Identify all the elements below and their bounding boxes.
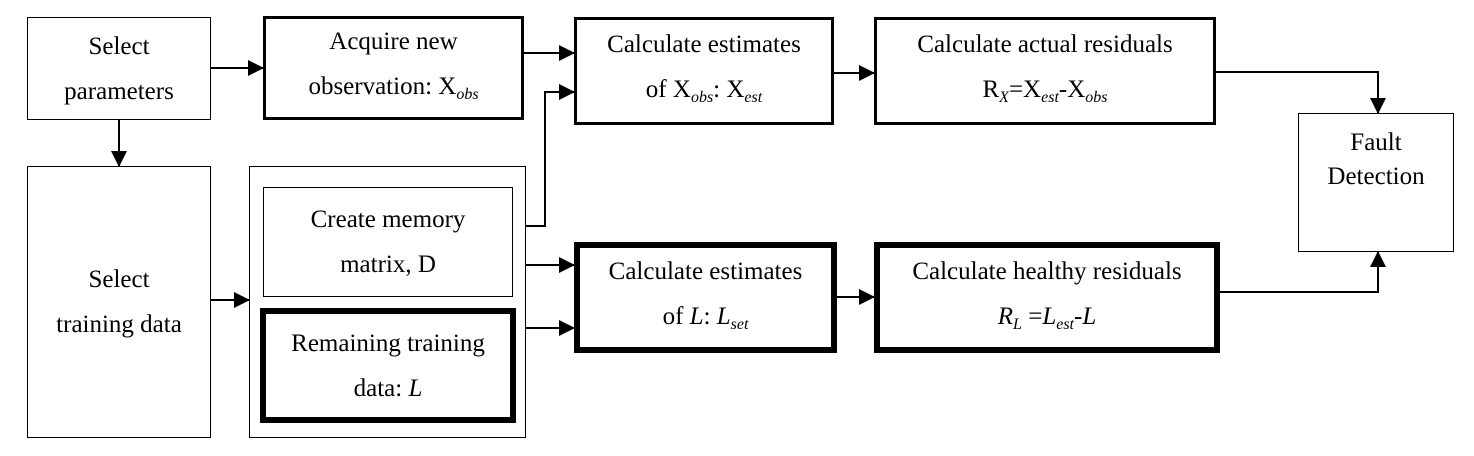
arrow-memory-to-estx — [513, 84, 575, 227]
acquire-observation-box: Acquire new observation: Xobs — [263, 16, 524, 120]
calculate-healthy-residuals-box: Calculate healthy residuals RL =Lest-L — [874, 242, 1220, 353]
actual-res-line2: RX=Xest-Xobs — [982, 67, 1107, 120]
arrow-healthy-to-fault — [1220, 251, 1386, 293]
acquire-line2-text: observation: X — [308, 73, 457, 100]
acquire-line2-sub: obs — [456, 86, 479, 103]
healthy-res-r: R — [997, 302, 1014, 330]
healthy-res-minus: - — [1074, 302, 1083, 330]
actual-res-eq: =X — [1008, 76, 1042, 103]
arrow-actual-to-fault — [1216, 71, 1386, 114]
remaining-line2-text: data: — [353, 374, 409, 402]
fault-detection-box: Fault Detection — [1298, 113, 1454, 252]
actual-res-rsub: X — [999, 89, 1009, 106]
calc-est-l-l2b: : — [703, 302, 717, 330]
healthy-res-lest: L — [1042, 302, 1057, 330]
calc-est-l-sub: set — [730, 315, 749, 333]
actual-res-r: R — [982, 76, 1000, 103]
calculate-estimates-x-box: Calculate estimates of Xobs: Xest — [574, 17, 834, 125]
healthy-res-sub: est — [1056, 315, 1074, 333]
create-memory-matrix-box: Create memory matrix, D — [263, 187, 513, 297]
calc-est-x-line1: Calculate estimates — [607, 31, 801, 58]
remaining-line2-var: L — [408, 374, 423, 402]
calc-est-x-sub1: obs — [690, 89, 714, 106]
fault-line1: Fault — [1350, 129, 1402, 156]
select-training-data-box: Select training data — [27, 166, 211, 438]
remaining-line2: data: L — [354, 366, 423, 411]
calc-est-l-var2: L — [716, 302, 731, 330]
actual-res-sub2: obs — [1085, 89, 1108, 106]
healthy-res-line2: RL =Lest-L — [998, 294, 1096, 347]
healthy-res-rsub: L — [1013, 315, 1022, 333]
calc-est-x-sub2: est — [744, 89, 763, 106]
fault-line2: Detection — [1327, 163, 1425, 190]
calc-est-x-l2a: of X — [645, 76, 691, 103]
healthy-res-eq: = — [1021, 302, 1043, 330]
actual-res-sub1: est — [1041, 89, 1059, 106]
select-training-line1: Select — [88, 266, 150, 293]
calc-est-l-line2: of L: Lset — [663, 294, 749, 347]
create-memory-line1: Create memory — [310, 206, 466, 233]
healthy-res-line1: Calculate healthy residuals — [912, 257, 1182, 285]
select-parameters-line2: parameters — [64, 77, 174, 105]
healthy-res-l: L — [1082, 302, 1097, 330]
calc-est-l-var1: L — [689, 302, 704, 330]
remaining-training-data-box: Remaining training data: L — [260, 308, 516, 423]
calculate-estimates-l-box: Calculate estimates of L: Lset — [574, 242, 837, 353]
acquire-line2: observation: Xobs — [308, 64, 478, 117]
select-parameters-line1: Select — [88, 32, 150, 60]
actual-res-minus: -X — [1058, 76, 1086, 103]
calc-est-l-line1: Calculate estimates — [608, 257, 803, 285]
actual-res-line1: Calculate actual residuals — [917, 31, 1173, 58]
create-memory-line2: matrix, D — [340, 251, 436, 278]
calc-est-l-l2a: of — [662, 302, 690, 330]
remaining-line1: Remaining training — [291, 329, 485, 357]
select-training-line2: training data — [56, 311, 182, 338]
calculate-actual-residuals-box: Calculate actual residuals RX=Xest-Xobs — [874, 17, 1216, 125]
select-parameters-box: Select parameters — [27, 17, 211, 120]
calc-est-x-line2: of Xobs: Xest — [646, 67, 762, 120]
acquire-line1: Acquire new — [329, 28, 458, 55]
calc-est-x-l2b: : X — [713, 76, 745, 103]
